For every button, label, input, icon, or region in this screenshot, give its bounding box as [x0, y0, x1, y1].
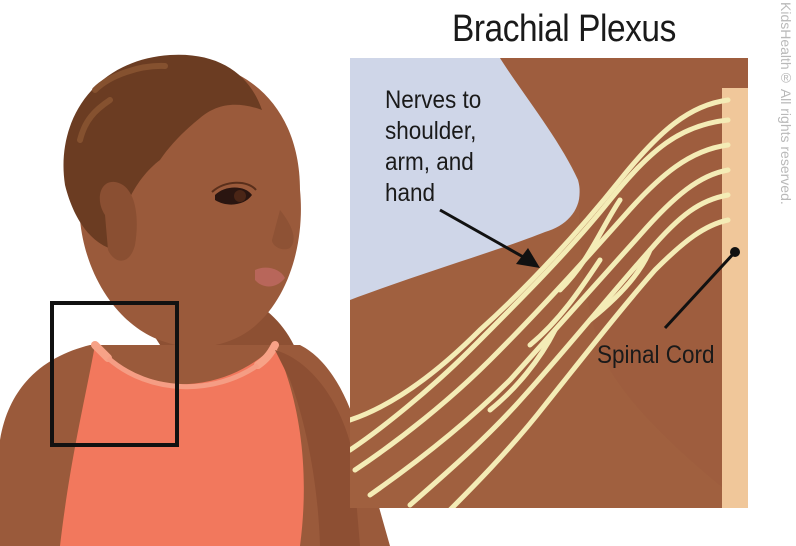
baby-illustration — [0, 55, 390, 546]
diagram-title: Brachial Plexus — [452, 8, 676, 51]
spinal-cord-label: Spinal Cord — [597, 341, 715, 370]
watermark-text: KidsHealth® All rights reserved. — [778, 2, 794, 205]
nerves-label-line: shoulder, — [385, 116, 481, 147]
nerves-label: Nerves to shoulder, arm, and hand — [385, 85, 481, 209]
nerves-label-line: Nerves to — [385, 85, 481, 116]
spinal-cord-shape — [722, 88, 748, 508]
watermark: KidsHealth® All rights reserved. — [778, 2, 796, 312]
nerves-label-line: hand — [385, 178, 481, 209]
nerves-label-line: arm, and — [385, 147, 481, 178]
